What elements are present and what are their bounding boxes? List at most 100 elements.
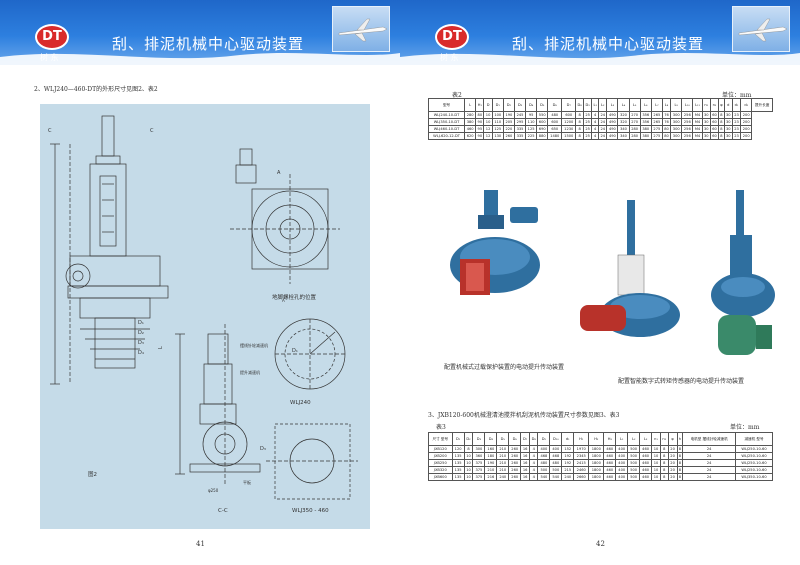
photo-caption-2: 配置智能数字式转矩传感器的电动提升传动装置 [618,378,745,385]
table-cell: 10 [483,118,493,126]
model-label-wlj240: WLJ240 [290,400,311,406]
table-header-cell: D₆ [547,98,563,112]
table-cell: 10 [651,445,661,453]
table-header-cell: φ [667,432,678,446]
table-cell: 600 [547,118,563,126]
table-cell: M4 [692,132,703,140]
table-cell: 215 [561,466,575,474]
table-cell: 400 [549,445,563,453]
page-header-left: DT 树 东 刮、排泥机械中心驱动装置 [0,0,400,65]
table-cell: 460 [639,466,653,474]
table-cell: 135 [451,466,465,474]
table-cell: 16 [520,452,531,460]
table-cell: 275 [650,132,663,140]
table-cell: 540 [549,473,563,481]
table-cell: 10 [651,466,661,474]
page-number-right: 42 [596,540,605,548]
table-cell: 600 [536,118,549,126]
left-page: DT 树 东 刮、排泥机械中心驱动装置 2、WLJ240—460-DT的外形尺寸… [0,0,400,548]
table-cell: 500 [627,466,641,474]
table-cell: 25 [583,132,593,140]
table-header-cell: d₂ [740,98,753,112]
table-cell: WLJ250-10-60 [735,459,773,467]
table-cell: 460 [639,452,653,460]
table-cell: 240 [496,473,510,481]
table-cell: WLJ-620-12-DT [427,132,466,140]
table-cell: 460 [639,459,653,467]
table-cell: 1500 [561,132,577,140]
table-cell: 380 [639,125,652,133]
section-cc-label: C-C [218,508,228,514]
table-header-cell: H₂ [588,432,605,446]
table-cell: 220 [502,125,515,133]
svg-text:C: C [48,128,52,134]
table-header-cell: D₈ [529,432,539,446]
table-cell: 10 [463,466,474,474]
table-cell: 270 [628,111,641,119]
table-header-cell: L₃ [606,98,619,112]
table-cell: 76 [661,111,672,119]
header-wave-decoration [400,53,800,65]
table-cell: 125 [491,125,504,133]
svg-text:D₃: D₃ [138,340,144,346]
table-cell: JXB200 [428,452,453,460]
motor-note-2: 提升减速机 [240,369,260,375]
table-cell: 205 [502,118,515,126]
table-cell: 23 [731,118,742,126]
table-cell: 240 [561,473,575,481]
table-cell: 460 [603,445,617,453]
table-header-cell: D₅ [536,98,549,112]
table-cell: 135 [451,452,465,460]
table-cell: 1800 [588,445,605,453]
table-cell: M4 [692,125,703,133]
table-cell: WLJ240-10-DT [427,111,466,119]
table-cell: 2660 [573,473,590,481]
table-header-cell: L [464,98,477,112]
table-cell: 500 [549,466,563,474]
table-cell: 380 [639,132,652,140]
company-logo: DT [35,24,69,50]
table-header-cell: n₂ [709,98,720,112]
table-header-cell: D₇ [561,98,577,112]
model-label-wlj350-460: WLJ350 - 460 [292,508,329,514]
table-cell: 280 [628,125,641,133]
table2-title: 表2 [452,92,462,99]
table-cell: 30 [723,125,733,133]
table-cell: 256 [681,111,694,119]
table-cell: 4 [591,132,600,140]
table-cell: 356 [639,111,652,119]
table-cell: 24 [682,445,737,453]
svg-text:D₁: D₁ [138,320,144,326]
table-cell: 500 [627,452,641,460]
table-cell: 60 [709,132,720,140]
table-cell: 8 [659,452,669,460]
table-cell: 1230 [561,125,577,133]
drive-unit-illustration-2 [580,200,680,337]
table-cell: 23 [731,111,742,119]
table-cell: 8 [575,111,585,119]
table-cell: 500 [627,473,641,481]
table-cell: 1800 [588,452,605,460]
motor-note-1: 摆线针轮减速机 [240,342,268,348]
table-cell: 460 [603,466,617,474]
table-cell: 468 [537,452,551,460]
table-header-cell: D [483,98,493,112]
table-cell: 10 [483,111,493,119]
airplane-photo [732,6,790,52]
table-header-cell: H₃ [603,432,617,446]
table-cell: 4 [529,473,539,481]
table-header-cell: D₃ [513,98,527,112]
table-cell: 210 [496,452,510,460]
table-cell: 256 [681,125,694,133]
table-cell: 400 [615,466,629,474]
table-cell: 80 [475,111,485,119]
table-cell: 4 [591,125,600,133]
table-cell: 256 [681,132,694,140]
table-cell: 95 [475,125,485,133]
table-cell: 540 [537,473,551,481]
table-cell: 24 [682,459,737,467]
